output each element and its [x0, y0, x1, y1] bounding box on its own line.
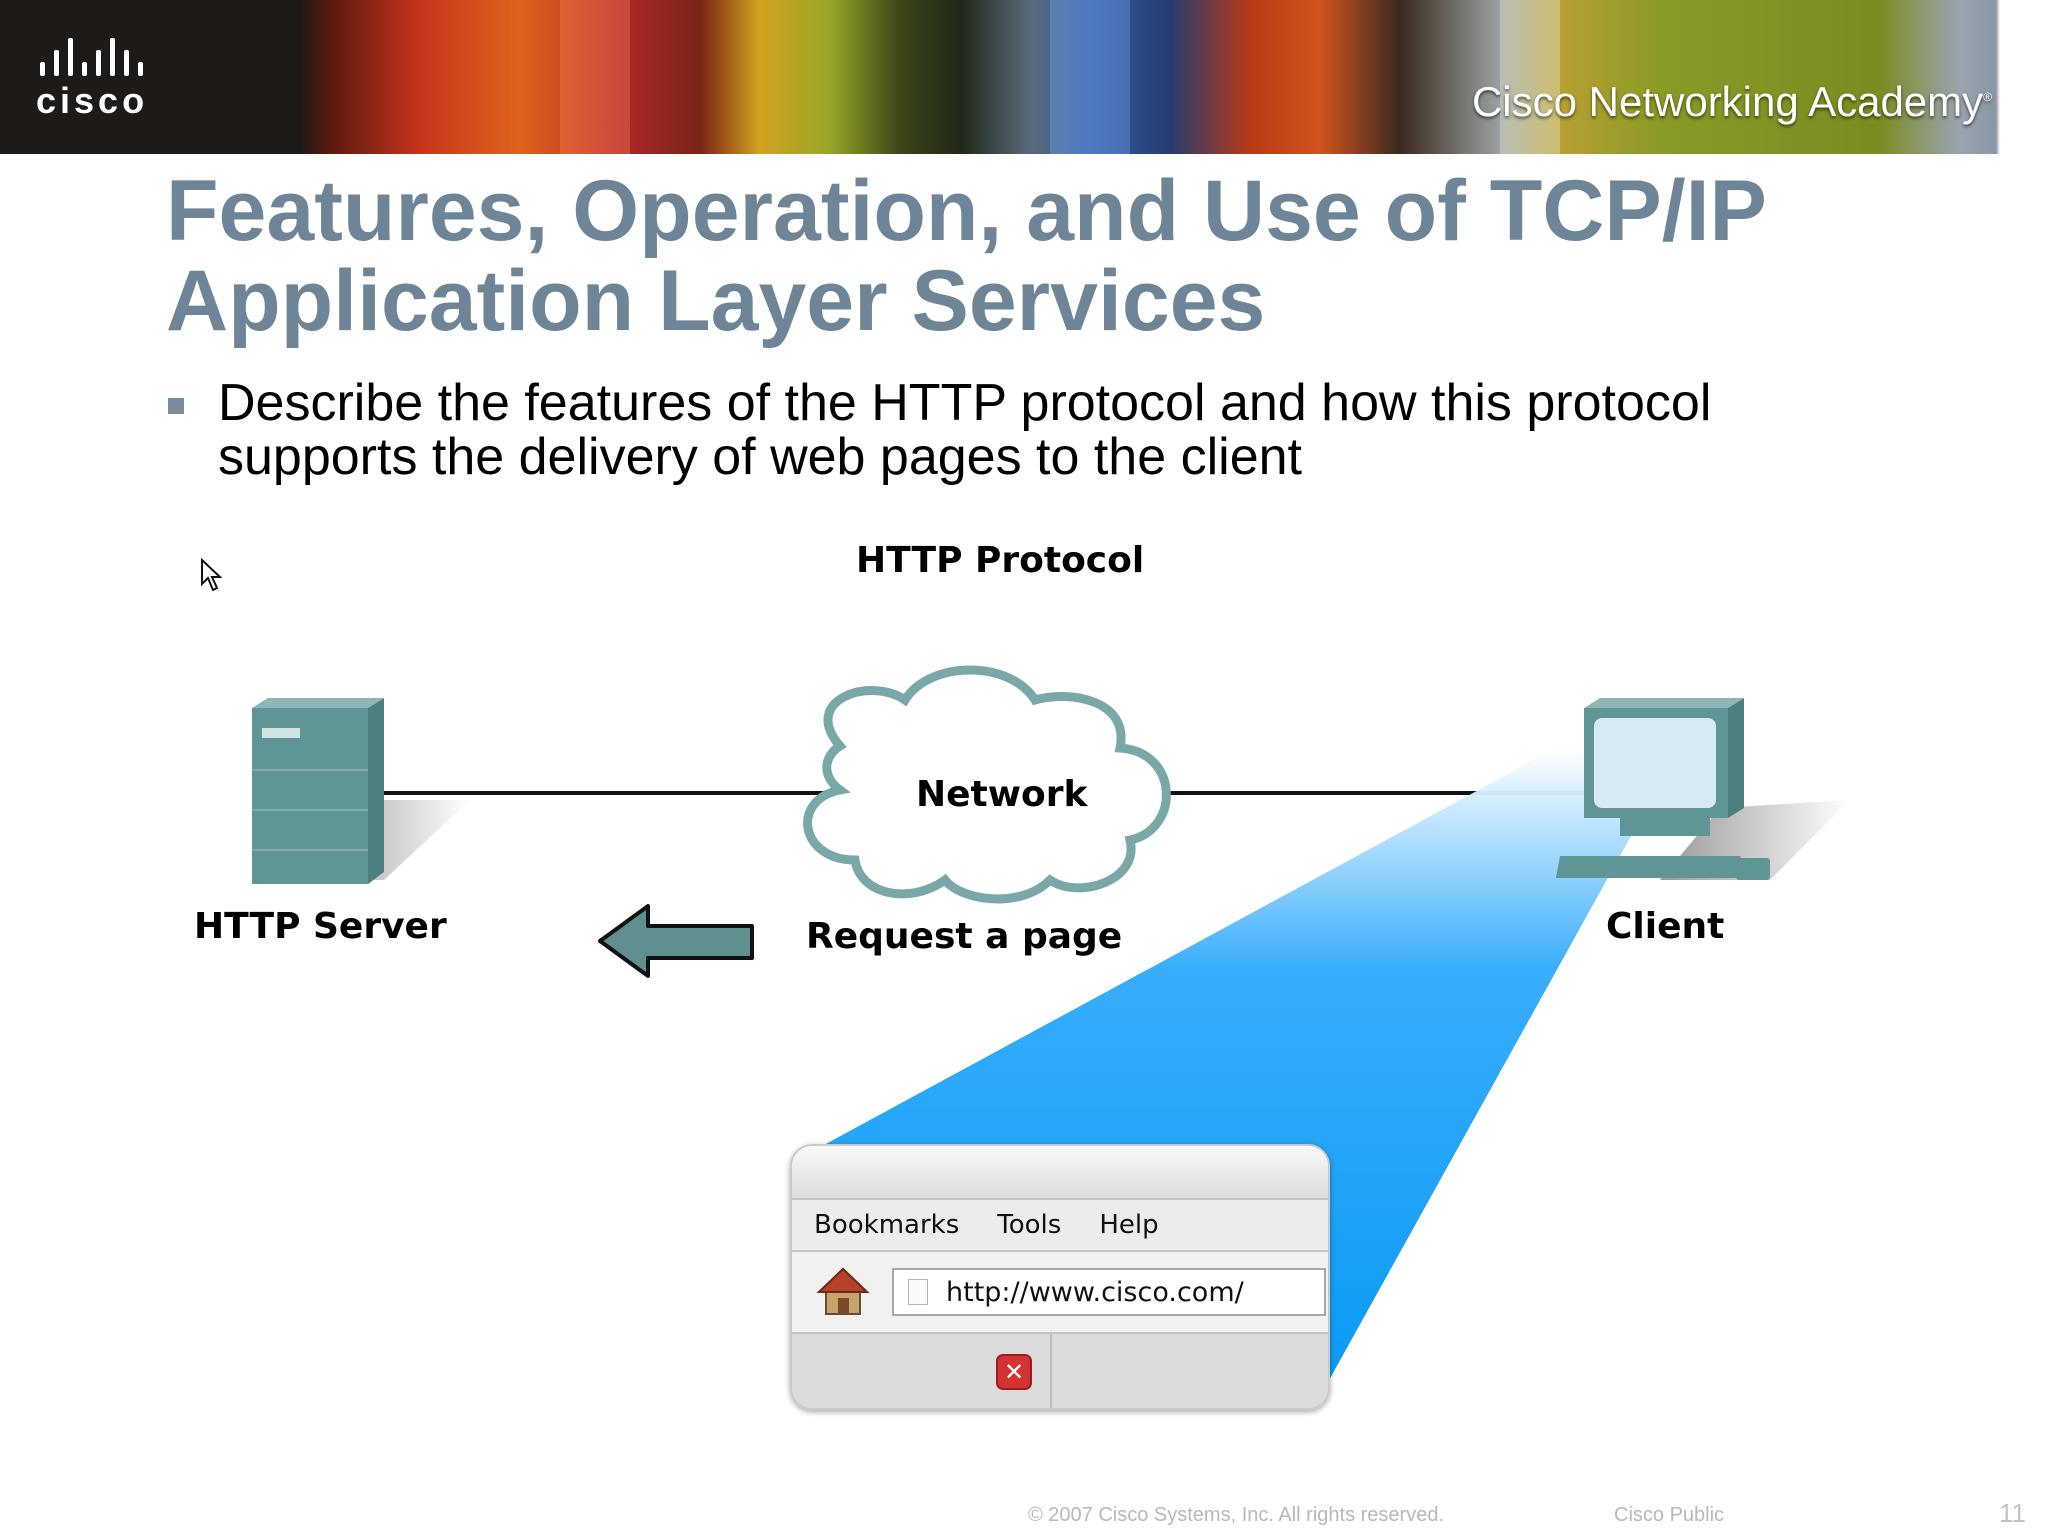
client-label: Client: [1606, 906, 1725, 947]
bullet-text-line-1: Describe the features of the HTTP protoc…: [218, 374, 1712, 432]
square-bullet-icon: [168, 398, 184, 414]
registered-mark: ®: [1983, 90, 1992, 104]
browser-menu-bar: Bookmarks Tools Help: [792, 1200, 1328, 1252]
browser-window: Bookmarks Tools Help http://www.cisco.co…: [790, 1144, 1330, 1410]
status-bar-segment: ✕: [792, 1334, 1052, 1408]
browser-status-bar: ✕: [792, 1334, 1328, 1408]
academy-label-text: Cisco Networking Academy: [1471, 78, 1984, 125]
header-banner: cisco Cisco Networking Academy®: [0, 0, 2048, 154]
banner-photo-strip: [1500, 0, 1560, 154]
diagram-title: HTTP Protocol: [856, 540, 1145, 581]
academy-label: Cisco Networking Academy®: [1472, 78, 1992, 126]
cisco-logo: cisco: [36, 38, 186, 121]
bullet-point: Describe the features of the HTTP protoc…: [168, 376, 1968, 484]
bullet-text-line-2: supports the delivery of web pages to th…: [218, 428, 1302, 486]
request-page-label: Request a page: [806, 916, 1123, 957]
page-number: 11: [1999, 1498, 2026, 1528]
network-cloud-icon: [803, 665, 1171, 904]
banner-photo-strip: [1050, 0, 1130, 154]
menu-item-tools[interactable]: Tools: [997, 1210, 1062, 1240]
browser-address-row: http://www.cisco.com/: [792, 1252, 1328, 1334]
menu-item-help[interactable]: Help: [1099, 1210, 1159, 1240]
http-server-icon: [252, 698, 470, 884]
address-url[interactable]: http://www.cisco.com/: [946, 1276, 1244, 1308]
page-icon: [908, 1279, 928, 1305]
slide-title-line-1: Features, Operation, and Use of TCP/IP: [166, 163, 1767, 259]
slide-title-line-2: Application Layer Services: [166, 253, 1266, 349]
footer-classification: Cisco Public: [1614, 1504, 1725, 1526]
cisco-logo-bars-icon: [40, 38, 186, 76]
slide-title: Features, Operation, and Use of TCP/IP A…: [166, 166, 1966, 346]
browser-title-bar: [792, 1146, 1328, 1200]
address-bar[interactable]: http://www.cisco.com/: [892, 1268, 1326, 1316]
banner-photo-strip: [560, 0, 630, 154]
mouse-cursor-icon: [201, 558, 223, 592]
menu-item-bookmarks[interactable]: Bookmarks: [814, 1210, 960, 1240]
stop-icon[interactable]: ✕: [996, 1354, 1032, 1390]
footer-copyright: © 2007 Cisco Systems, Inc. All rights re…: [1028, 1504, 1445, 1526]
request-arrow-icon: [598, 904, 754, 978]
bullet-text: Describe the features of the HTTP protoc…: [218, 376, 1968, 484]
network-label: Network: [916, 774, 1088, 815]
http-server-label: HTTP Server: [194, 906, 447, 947]
client-computer-icon: [1556, 698, 1850, 880]
home-icon[interactable]: [816, 1266, 870, 1318]
cisco-wordmark: cisco: [36, 80, 149, 121]
